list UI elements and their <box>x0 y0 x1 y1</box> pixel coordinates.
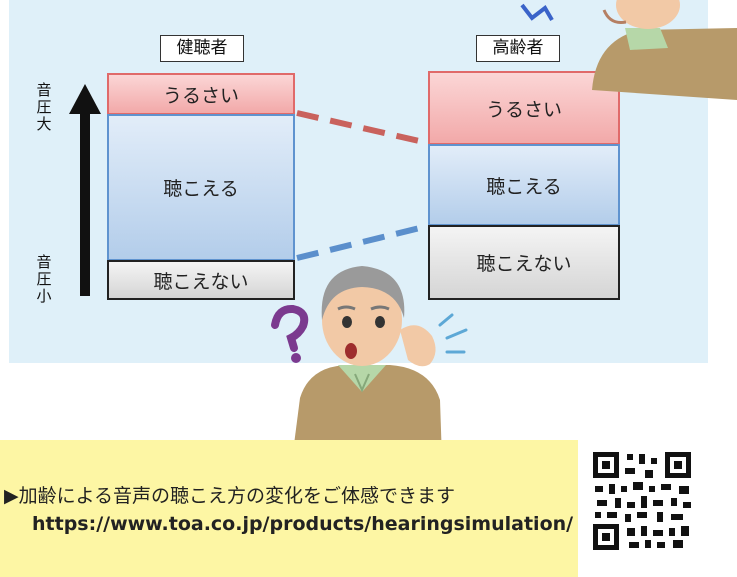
elderly-band-loud-text: うるさい <box>485 98 562 121</box>
hearing-lines-icon <box>438 313 468 354</box>
healthy-band-loud-text: うるさい <box>162 84 239 107</box>
elderly-band-inaudible-text: 聴こえない <box>476 253 572 275</box>
connector-loud <box>296 110 429 146</box>
label-elderly: 高齢者 <box>476 35 560 62</box>
info-banner <box>0 440 578 577</box>
elderly-man-top-right <box>520 0 737 100</box>
sound-pressure-arrow <box>69 84 101 296</box>
qr-code-icon[interactable] <box>587 446 697 556</box>
elderly-band-loud: うるさい <box>428 71 620 145</box>
axis-label-top: 音圧 大 <box>30 82 58 133</box>
axis-label-top-text: 音圧 大 <box>36 81 52 133</box>
connector-inaudible <box>296 223 429 261</box>
healthy-band-loud: うるさい <box>107 73 295 115</box>
axis-label-bottom-text: 音圧 小 <box>36 253 52 305</box>
elderly-band-inaudible: 聴こえない <box>428 225 620 300</box>
healthy-band-inaudible: 聴こえない <box>107 260 295 300</box>
question-mark-icon <box>271 304 309 363</box>
healthy-band-inaudible-text: 聴こえない <box>153 270 249 293</box>
elderly-band-audible-text: 聴こえる <box>486 175 562 198</box>
healthy-band-audible-text: 聴こえる <box>163 178 239 200</box>
label-healthy: 健聴者 <box>160 35 244 62</box>
healthy-band-audible: 聴こえる <box>107 114 295 261</box>
banner-description: ▶加齢による音声の聴こえ方の変化をご体感できます <box>4 485 456 507</box>
banner-url-link[interactable]: https://www.toa.co.jp/products/hearingsi… <box>32 513 574 535</box>
elderly-man-center <box>292 266 442 460</box>
axis-label-bottom: 音圧 小 <box>30 254 58 305</box>
elderly-band-audible: 聴こえる <box>428 144 620 226</box>
